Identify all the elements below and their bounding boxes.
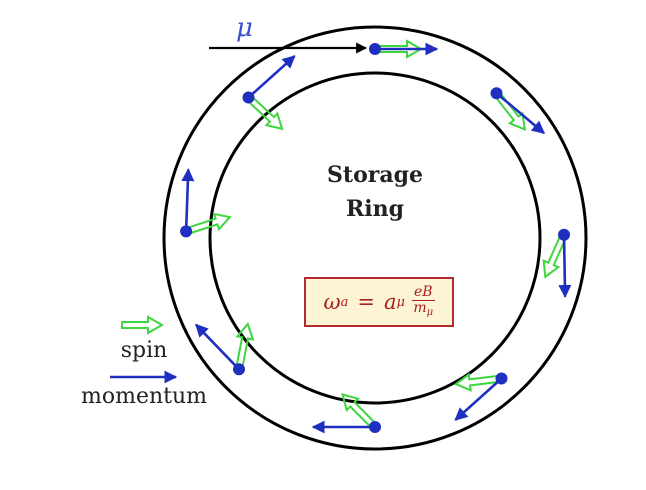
muon-left-momentum-arrow — [181, 168, 195, 232]
outer-ring — [162, 25, 588, 451]
muon-top-spin-arrow — [374, 39, 424, 59]
muon-lower-left-spin-arrow — [234, 322, 255, 372]
formula-denominator: mμ — [413, 299, 434, 318]
formula-omega-subscript: a — [340, 294, 349, 310]
muon-left — [180, 168, 232, 238]
legend: spin momentum — [81, 315, 207, 409]
muon-right — [542, 228, 572, 298]
muon-upper-right-spin-arrow — [492, 89, 527, 132]
muon-upper-left — [242, 55, 296, 131]
muon-symbol-label: μ — [236, 13, 253, 43]
formula-coefficient-subscript: μ — [396, 294, 405, 310]
muon-upper-right-momentum-arrow — [495, 92, 545, 135]
muon-bottom — [311, 393, 381, 434]
ring-label-line2: Ring — [346, 196, 404, 222]
muon-upper-left-particle-dot — [242, 91, 255, 104]
muon-left-spin-arrow — [183, 212, 232, 236]
muon-lower-right-spin-arrow — [453, 372, 503, 392]
muon-upper-left-momentum-arrow — [247, 55, 296, 99]
legend-momentum-label: momentum — [81, 384, 207, 409]
legend-spin-label: spin — [121, 338, 168, 363]
muon-upper-right — [490, 87, 545, 135]
muon-bottom-spin-arrow — [341, 393, 379, 431]
legend-spin-arrow-icon — [121, 315, 165, 335]
ring-label-line1: Storage — [327, 162, 423, 188]
legend-spin-shape — [121, 315, 165, 335]
formula-omega: ω — [323, 290, 341, 314]
inner-ring — [208, 71, 542, 405]
formula-anomaly-coefficient: a — [383, 290, 397, 314]
muon-lower-right-particle-dot — [495, 372, 508, 385]
muon-lower-left — [195, 322, 255, 376]
muon-lower-left-momentum-arrow — [195, 323, 240, 371]
muon-markers — [180, 39, 572, 434]
formula-denominator-subscript: μ — [426, 306, 434, 318]
formula-numerator: eB — [411, 283, 435, 301]
formula-fraction: eB mμ — [411, 283, 435, 320]
muon-right-momentum-arrow — [558, 234, 572, 298]
muon-upper-left-spin-arrow — [245, 93, 284, 131]
muon-right-particle-dot — [558, 228, 570, 241]
formula-equals: = — [357, 290, 375, 314]
muon-lower-right-momentum-arrow — [454, 377, 503, 421]
muon-left-particle-dot — [180, 225, 193, 238]
muon-right-spin-arrow — [542, 232, 569, 279]
muon-top — [369, 39, 439, 59]
muon-top-particle-dot — [369, 43, 381, 55]
muon-lower-left-particle-dot — [233, 363, 245, 376]
muon-bottom-particle-dot — [369, 421, 381, 433]
muon-lower-right — [453, 372, 508, 421]
muon-upper-right-particle-dot — [490, 87, 503, 100]
